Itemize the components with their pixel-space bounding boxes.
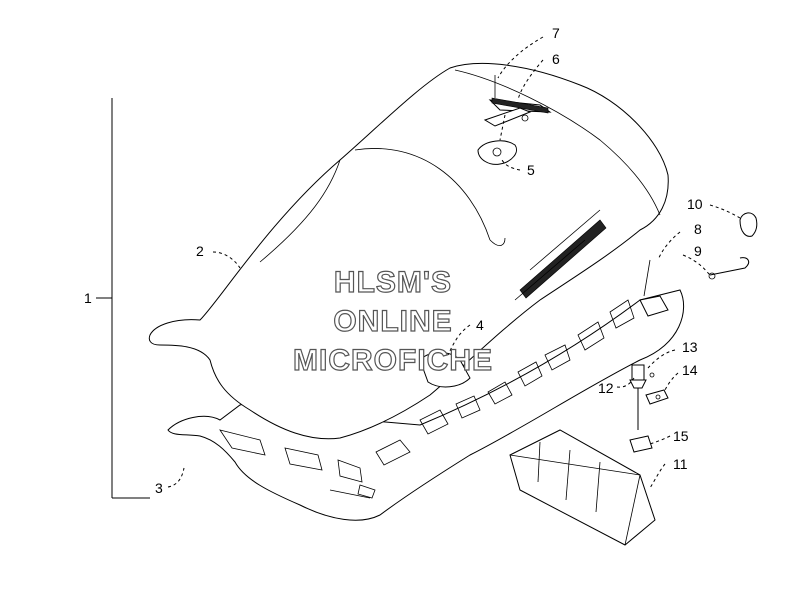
callout-8: 8 xyxy=(694,221,702,237)
callout-12: 12 xyxy=(598,380,614,396)
callout-6: 6 xyxy=(552,51,560,67)
callout-15: 15 xyxy=(673,428,689,444)
strut-assembly xyxy=(629,364,669,453)
callout-10: 10 xyxy=(687,196,703,212)
watermark-line-3: MICROFICHE xyxy=(293,344,493,377)
callout-13: 13 xyxy=(682,339,698,355)
hinge-bracket xyxy=(639,259,669,317)
callout-labels: 1 2 3 4 5 6 7 8 9 10 11 12 13 14 15 xyxy=(84,25,703,496)
callout-9: 9 xyxy=(694,243,702,259)
callout-14: 14 xyxy=(682,362,698,378)
leader-lines xyxy=(167,36,741,489)
callout-7: 7 xyxy=(552,25,560,41)
assembly-bracket xyxy=(96,98,150,499)
storage-block xyxy=(509,429,656,546)
clip-part xyxy=(739,212,758,237)
callout-5: 5 xyxy=(527,162,535,178)
pad-part xyxy=(477,114,517,165)
callout-11: 11 xyxy=(673,456,688,472)
latch-part xyxy=(419,352,471,388)
watermark-line-2: ONLINE xyxy=(333,305,452,338)
seat-cover xyxy=(148,63,669,440)
callout-3: 3 xyxy=(155,480,163,496)
callout-4: 4 xyxy=(476,317,484,333)
watermark-line-1: HLSM'S xyxy=(334,266,452,299)
watermark: HLSM'S ONLINE MICROFICHE xyxy=(292,265,493,377)
top-bracket xyxy=(483,75,552,127)
callout-1: 1 xyxy=(84,290,92,306)
callout-2: 2 xyxy=(196,243,204,259)
pin-part xyxy=(708,257,750,280)
